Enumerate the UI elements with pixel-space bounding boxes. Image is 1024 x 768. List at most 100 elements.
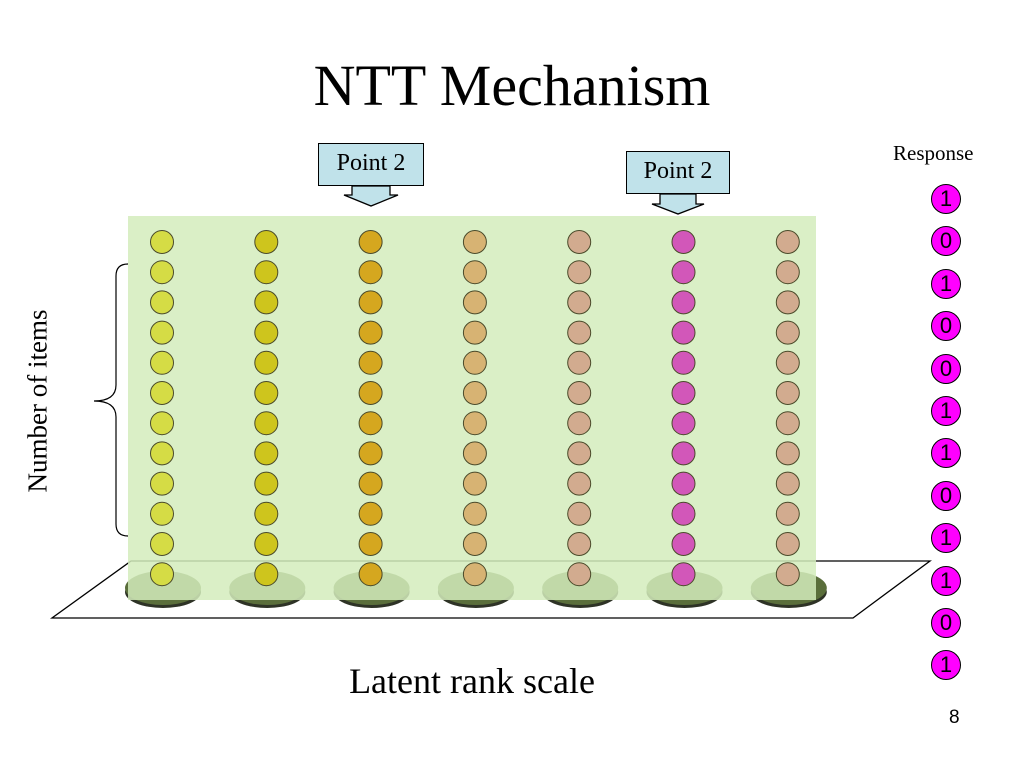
item-ball — [775, 350, 800, 375]
item-ball — [358, 532, 383, 556]
item-ball — [358, 350, 383, 375]
item-ball — [358, 501, 383, 526]
item-ball — [567, 562, 592, 587]
response-value: 1 — [931, 565, 961, 596]
item-ball — [775, 562, 800, 587]
response-value: 1 — [931, 396, 961, 426]
item-ball — [462, 532, 487, 556]
item-ball — [671, 260, 696, 285]
item-ball — [254, 471, 279, 496]
item-ball — [775, 260, 800, 285]
item-ball — [150, 411, 174, 436]
item-ball — [671, 381, 696, 405]
item-ball — [671, 562, 696, 587]
item-ball — [358, 441, 383, 466]
point-callout-1-label: Point 2 — [336, 150, 406, 176]
item-ball — [150, 260, 174, 285]
response-value: 1 — [931, 268, 961, 299]
item-ball — [358, 290, 383, 315]
slide-title: NTT Mechanism — [313, 53, 711, 118]
item-ball — [150, 562, 174, 587]
item-ball — [358, 230, 383, 254]
item-ball — [462, 411, 487, 436]
item-ball — [775, 320, 800, 345]
item-ball — [254, 562, 279, 587]
item-ball — [671, 532, 696, 556]
item-ball — [254, 532, 279, 556]
item-ball — [567, 290, 592, 315]
point-callout-2: Point 2 — [626, 151, 730, 194]
latent-rank-scale-label: Latent rank scale — [349, 661, 595, 701]
item-ball — [150, 471, 174, 496]
item-ball — [775, 230, 800, 254]
item-ball — [567, 320, 592, 345]
item-ball — [567, 350, 592, 375]
response-value: 1 — [931, 650, 961, 681]
item-ball — [462, 501, 487, 526]
item-ball — [775, 441, 800, 466]
item-ball — [671, 411, 696, 436]
item-ball — [150, 381, 174, 405]
items-brace-icon — [93, 263, 129, 537]
item-ball — [150, 441, 174, 466]
item-ball — [775, 290, 800, 315]
item-ball — [567, 230, 592, 254]
response-value: 0 — [931, 353, 961, 384]
item-ball — [254, 260, 279, 285]
item-ball — [150, 290, 174, 315]
response-value: 1 — [931, 438, 961, 469]
item-ball — [254, 411, 279, 436]
item-ball — [462, 562, 487, 587]
item-ball — [775, 532, 800, 556]
item-ball — [671, 501, 696, 526]
response-value: 1 — [931, 184, 961, 214]
item-ball — [775, 501, 800, 526]
number-of-items-text: Number of items — [22, 309, 53, 493]
point-callout-2-label: Point 2 — [643, 158, 713, 184]
item-ball — [150, 350, 174, 375]
item-ball — [358, 411, 383, 436]
item-ball — [671, 441, 696, 466]
point-callout-1: Point 2 — [318, 143, 424, 186]
item-ball — [462, 290, 487, 315]
response-value: 0 — [931, 226, 961, 257]
callout-2-arrow-icon — [651, 193, 705, 215]
item-ball — [150, 532, 174, 556]
item-ball — [254, 290, 279, 315]
item-ball — [254, 230, 279, 254]
item-ball — [150, 230, 174, 254]
item-ball — [462, 320, 487, 345]
item-ball — [358, 471, 383, 496]
item-ball — [567, 471, 592, 496]
item-ball — [358, 381, 383, 405]
item-ball — [358, 562, 383, 587]
item-ball — [567, 260, 592, 285]
callout-1-arrow-icon — [343, 185, 399, 207]
item-ball — [254, 350, 279, 375]
response-value: 0 — [931, 311, 961, 342]
item-ball — [254, 441, 279, 466]
item-ball — [462, 441, 487, 466]
item-ball — [671, 471, 696, 496]
item-ball — [567, 381, 592, 405]
item-ball — [671, 290, 696, 315]
item-ball — [150, 320, 174, 345]
item-ball — [567, 411, 592, 436]
response-value: 0 — [931, 480, 961, 511]
item-ball — [254, 381, 279, 405]
item-ball — [254, 501, 279, 526]
item-ball — [358, 260, 383, 285]
item-ball — [671, 350, 696, 375]
item-ball — [567, 501, 592, 526]
item-ball — [567, 441, 592, 466]
item-ball — [462, 260, 487, 285]
response-value: 0 — [931, 608, 961, 638]
item-ball — [462, 230, 487, 254]
item-ball — [567, 532, 592, 556]
item-ball — [254, 320, 279, 345]
response-header: Response — [893, 141, 974, 165]
item-ball — [775, 411, 800, 436]
item-ball — [462, 381, 487, 405]
page-number: 8 — [949, 707, 960, 728]
